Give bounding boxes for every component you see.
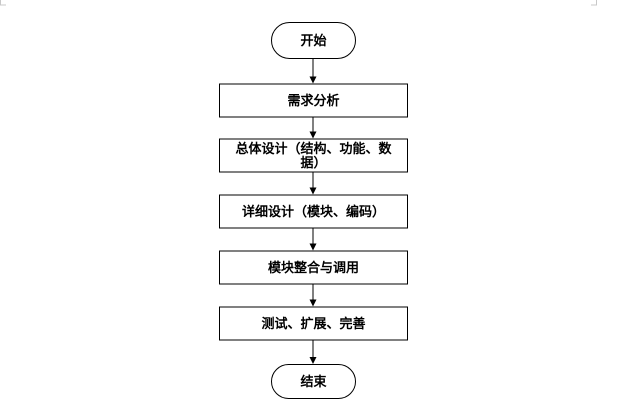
node-label: 需求分析 bbox=[287, 93, 339, 109]
page-corner-mark-left bbox=[0, 0, 6, 6]
flow-node-integration: 模块整合与调用 bbox=[219, 250, 408, 285]
node-label: 据） bbox=[300, 155, 326, 171]
flow-node-overall-design: 总体设计（结构、功能、数据） bbox=[219, 138, 408, 173]
node-label: 总体设计（结构、功能、数 bbox=[235, 141, 392, 157]
connector-integration-to-testing bbox=[309, 283, 317, 307]
connector-start-to-requirements bbox=[309, 58, 317, 84]
process-box bbox=[219, 306, 408, 341]
terminal-shape bbox=[271, 22, 356, 59]
node-label: 结束 bbox=[300, 374, 327, 390]
node-label: 测试、扩展、完善 bbox=[261, 316, 365, 332]
connector-requirements-to-overall-design bbox=[309, 116, 317, 139]
arrow-head-icon bbox=[309, 131, 317, 139]
flow-node-requirements: 需求分析 bbox=[219, 83, 408, 118]
arrow-head-icon bbox=[309, 243, 317, 251]
process-box bbox=[219, 194, 408, 229]
flow-node-start: 开始 bbox=[271, 22, 356, 59]
flow-node-detailed-design: 详细设计（模块、编码） bbox=[219, 194, 408, 229]
page-corner-mark-right bbox=[591, 0, 597, 6]
process-box bbox=[219, 83, 408, 118]
flow-node-testing: 测试、扩展、完善 bbox=[219, 306, 408, 341]
node-label: 开始 bbox=[300, 33, 326, 49]
node-label: 详细设计（模块、编码） bbox=[242, 204, 385, 220]
node-label: 模块整合与调用 bbox=[268, 260, 359, 276]
flow-node-end: 结束 bbox=[271, 364, 356, 399]
arrow-head-icon bbox=[309, 299, 317, 307]
connector-overall-design-to-detailed-design bbox=[309, 171, 317, 195]
arrow-head-icon bbox=[309, 187, 317, 195]
process-box bbox=[219, 250, 408, 285]
arrow-head-icon bbox=[309, 357, 317, 364]
terminal-shape bbox=[271, 364, 356, 399]
arrow-head-icon bbox=[309, 76, 317, 84]
connectors bbox=[309, 58, 317, 364]
process-box bbox=[219, 138, 408, 173]
connector-testing-to-end bbox=[309, 339, 317, 364]
connector-detailed-design-to-integration bbox=[309, 227, 317, 251]
